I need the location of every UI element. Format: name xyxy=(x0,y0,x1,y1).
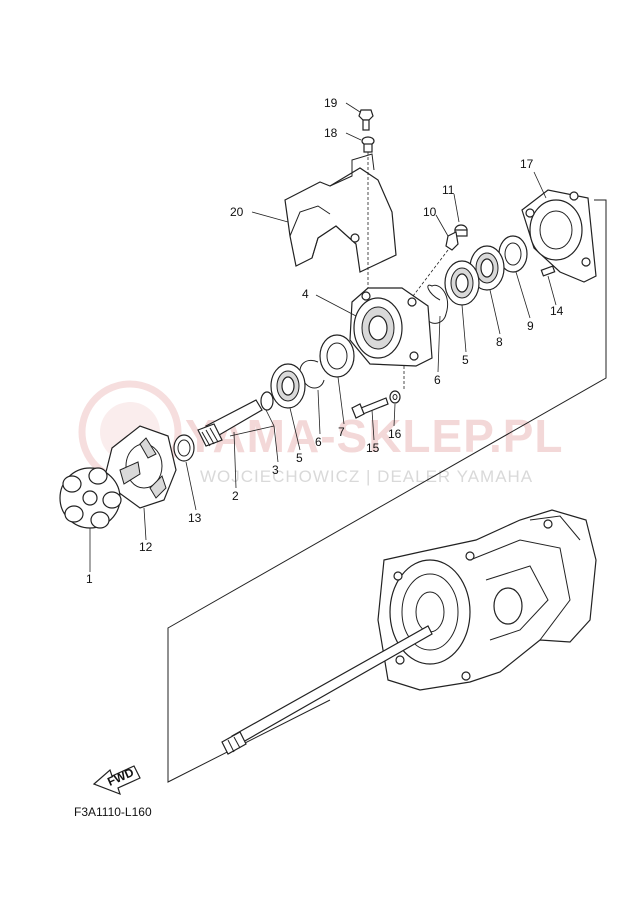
part-2-shaft xyxy=(197,399,263,447)
drive-shaft xyxy=(221,625,433,755)
part-4-bearing-housing xyxy=(349,287,433,367)
assembly-frame-line xyxy=(167,199,607,783)
callout-5-lower: 5 xyxy=(296,451,303,465)
callout-6-lower: 6 xyxy=(315,435,322,449)
callout-6-upper: 6 xyxy=(434,373,441,387)
part-19-bolt xyxy=(358,109,374,131)
callout-5-upper: 5 xyxy=(462,353,469,367)
callout-9: 9 xyxy=(527,319,534,333)
callout-13: 13 xyxy=(188,511,202,525)
part-1-damper xyxy=(59,467,122,529)
callout-10: 10 xyxy=(423,205,437,219)
drawing-code: F3A1110-L160 xyxy=(74,805,152,819)
callout-12: 12 xyxy=(139,540,153,554)
callouts: 19 18 17 20 11 10 4 14 9 8 5 6 7 6 5 16 … xyxy=(86,96,564,586)
callout-1: 1 xyxy=(86,572,93,586)
part-10-grease-nipple xyxy=(445,231,459,251)
part-7-seal xyxy=(319,334,355,378)
part-3-o-ring xyxy=(260,391,274,411)
leader-lines xyxy=(89,102,557,572)
callout-17: 17 xyxy=(520,157,534,171)
part-6-upper-circlip xyxy=(427,284,448,324)
part-20-cover xyxy=(284,153,397,273)
callout-8: 8 xyxy=(496,335,503,349)
part-5-upper-bearing xyxy=(444,260,480,306)
part-14-pin xyxy=(540,265,556,277)
callout-15: 15 xyxy=(366,441,380,455)
callout-3: 3 xyxy=(272,463,279,477)
part-17-housing-flange xyxy=(521,189,597,283)
callout-16: 16 xyxy=(388,427,402,441)
callout-4: 4 xyxy=(302,287,309,301)
callout-7: 7 xyxy=(338,425,345,439)
part-18-washer xyxy=(361,136,375,153)
fwd-arrow-icon: FWD xyxy=(92,765,141,796)
callout-14: 14 xyxy=(550,304,564,318)
callout-11: 11 xyxy=(442,183,455,197)
assembly-frame xyxy=(167,199,607,783)
part-15-bolt xyxy=(351,397,389,419)
callout-20: 20 xyxy=(230,205,244,219)
part-5-lower-bearing xyxy=(270,363,306,409)
part-16-washer xyxy=(389,390,401,404)
pump-assembly xyxy=(377,509,597,691)
part-8-bearing xyxy=(469,245,505,291)
callout-18: 18 xyxy=(324,126,338,140)
callout-19: 19 xyxy=(324,96,338,110)
part-13-ring xyxy=(173,434,195,462)
callout-2: 2 xyxy=(232,489,239,503)
watermark-sub-text: WOJCIECHOWICZ | DEALER YAMAHA xyxy=(200,467,533,486)
